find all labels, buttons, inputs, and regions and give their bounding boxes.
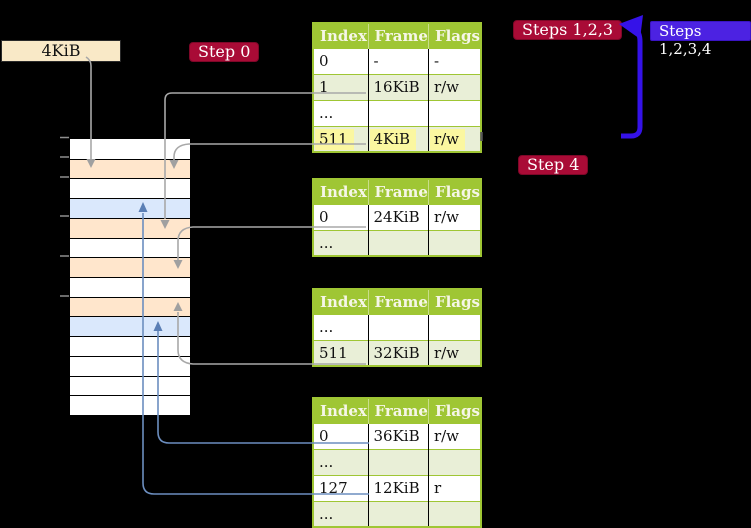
memory-row-5-pagetable (70, 217, 190, 238)
col-header-frame: Frame (368, 179, 429, 204)
table-row: ... (313, 448, 482, 475)
page-table-3: Index Frame Flags ... 511 32KiB r/w (312, 288, 483, 367)
memory-row-7-pagetable (70, 257, 190, 277)
table-row: ... (313, 313, 482, 340)
highlighted-cell: r/w (429, 128, 466, 150)
loop-arrowhead-icon (619, 15, 643, 39)
memory-row-6-free (70, 237, 190, 258)
steps123-label: Steps 1,2,3 (513, 20, 623, 40)
col-header-flags: Flags (428, 398, 482, 423)
table-row: 1 16KiB r/w (313, 73, 482, 100)
memory-row-13-free (70, 375, 190, 396)
col-header-index: Index (313, 23, 369, 48)
frame-size-box: 4KiB (1, 40, 121, 62)
highlighted-cell: 4KiB (369, 128, 417, 150)
table-row: ... (313, 99, 482, 126)
memory-row-14-free (70, 395, 190, 415)
col-header-index: Index (313, 398, 369, 423)
table-row: 511 32KiB r/w (313, 339, 482, 366)
table-row: ... (313, 500, 482, 527)
loop-arrow-steps1234 (621, 26, 643, 139)
memory-row-11-free (70, 336, 190, 356)
memory-row-1-free (70, 139, 190, 159)
memory-row-4-page (70, 198, 190, 218)
table-row-highlighted: 511 4KiB r/w (313, 125, 482, 152)
table-row: 0 - - (313, 47, 482, 74)
memory-row-12-free (70, 355, 190, 376)
table-row: 127 12KiB r (313, 474, 482, 501)
memory-row-3-free (70, 178, 190, 199)
col-header-flags: Flags (428, 179, 482, 204)
col-header-frame: Frame (368, 289, 429, 314)
page-table-1: Index Frame Flags 0 - - 1 16KiB r/w ... … (312, 22, 483, 153)
page-table-2: Index Frame Flags 0 24KiB r/w ... (312, 178, 483, 257)
step4-label: Step 4 (518, 155, 589, 175)
col-header-flags: Flags (428, 23, 482, 48)
steps1234-label: Steps 1,2,3,4 (650, 21, 751, 58)
step0-label: Step 0 (189, 42, 260, 62)
memory-row-10-page (70, 316, 190, 337)
page-table-4: Index Frame Flags 0 36KiB r/w ... 127 12… (312, 397, 483, 528)
memory-row-8-free (70, 276, 190, 297)
memory-row-2-pagetable (70, 158, 190, 179)
col-header-frame: Frame (368, 398, 429, 423)
col-header-index: Index (313, 289, 369, 314)
table-row: 0 36KiB r/w (313, 422, 482, 449)
col-header-frame: Frame (368, 23, 429, 48)
highlighted-cell: 511 (315, 128, 354, 150)
col-header-index: Index (313, 179, 369, 204)
table-row: 0 24KiB r/w (313, 203, 482, 230)
physical-memory-strip (68, 137, 192, 417)
col-header-flags: Flags (428, 289, 482, 314)
table-row: ... (313, 229, 482, 256)
memory-row-9-pagetable (70, 296, 190, 317)
